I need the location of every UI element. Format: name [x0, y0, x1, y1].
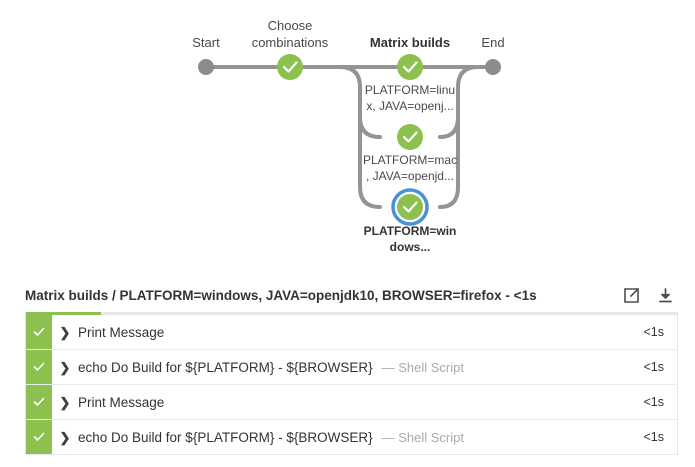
stage-label-end: End: [481, 35, 505, 50]
steps-header: Matrix builds / PLATFORM=windows, JAVA=o…: [25, 278, 678, 312]
step-name: Print Message: [78, 394, 165, 410]
matrix-node-mac[interactable]: [397, 124, 423, 150]
check-icon: [282, 61, 298, 73]
step-duration: <1s: [643, 395, 664, 409]
status-badge: [26, 420, 52, 454]
matrix-node-windows[interactable]: [391, 188, 429, 226]
selection-ring: [391, 188, 429, 226]
table-top-border: [26, 312, 677, 315]
stage-label-matrix-builds: Matrix builds: [369, 35, 451, 50]
step-name: echo Do Build for ${PLATFORM} - ${BROWSE…: [78, 429, 373, 445]
matrix-node-label-windows: PLATFORM=win dows...: [363, 224, 457, 254]
step-name-cell: echo Do Build for ${PLATFORM} - ${BROWSE…: [78, 350, 643, 384]
stage-label-start: Start: [192, 35, 220, 50]
table-row[interactable]: ❯ echo Do Build for ${PLATFORM} - ${BROWS…: [26, 350, 677, 385]
check-icon: [402, 201, 418, 213]
expand-toggle[interactable]: ❯: [52, 315, 78, 349]
table-row[interactable]: ❯ Print Message <1s: [26, 315, 677, 350]
chevron-right-icon: ❯: [59, 359, 71, 375]
step-name-cell: Print Message: [78, 315, 643, 349]
step-meta: — Shell Script: [381, 359, 464, 375]
connector-branch-3-right: [438, 115, 460, 209]
stage-node-matrix-builds[interactable]: [397, 54, 423, 80]
steps-panel: Matrix builds / PLATFORM=windows, JAVA=o…: [25, 278, 678, 455]
matrix-node-label-linux: PLATFORM=linu x, JAVA=openj...: [364, 83, 456, 113]
check-icon: [33, 362, 45, 371]
step-name: echo Do Build for ${PLATFORM} - ${BROWSE…: [78, 359, 373, 375]
check-icon: [402, 61, 418, 73]
pipeline-graph-svg: [198, 54, 501, 226]
step-name-cell: Print Message: [78, 385, 643, 419]
table-row[interactable]: ❯ echo Do Build for ${PLATFORM} - ${BROWS…: [26, 420, 677, 454]
download-icon[interactable]: [652, 282, 678, 308]
chevron-right-icon: ❯: [59, 324, 71, 340]
connector-branch-2-left: [338, 65, 382, 139]
check-icon: [402, 131, 418, 143]
matrix-node-label-mac: PLATFORM=mac , JAVA=openjd...: [362, 153, 458, 183]
connector-branch-3-left: [358, 115, 382, 209]
chevron-right-icon: ❯: [59, 429, 71, 445]
step-duration: <1s: [643, 360, 664, 374]
external-link-icon[interactable]: [618, 282, 644, 308]
stage-node-choose-combinations[interactable]: [277, 54, 303, 80]
steps-title: Matrix builds / PLATFORM=windows, JAVA=o…: [25, 287, 537, 303]
stage-label-choose-combinations: Choose combinations: [251, 18, 329, 50]
status-badge: [26, 315, 52, 349]
step-duration: <1s: [643, 430, 664, 444]
steps-table: ❯ Print Message <1s ❯ echo Do Build for ${PL…: [25, 312, 678, 455]
status-badge: [26, 385, 52, 419]
check-icon: [33, 327, 45, 336]
step-meta: — Shell Script: [381, 429, 464, 445]
start-endpoint-dot: [198, 59, 214, 75]
expand-toggle[interactable]: ❯: [52, 385, 78, 419]
connector-branch-2-right: [438, 65, 480, 139]
step-name: Print Message: [78, 324, 165, 340]
expand-toggle[interactable]: ❯: [52, 420, 78, 454]
pipeline-graph: Start Choose combinations Matrix builds …: [192, 18, 505, 254]
expand-toggle[interactable]: ❯: [52, 350, 78, 384]
end-endpoint-dot: [485, 59, 501, 75]
chevron-right-icon: ❯: [59, 394, 71, 410]
step-name-cell: echo Do Build for ${PLATFORM} - ${BROWSE…: [78, 420, 643, 454]
check-icon: [33, 397, 45, 406]
table-top-accent: [26, 312, 101, 315]
status-badge: [26, 350, 52, 384]
table-row[interactable]: ❯ Print Message <1s: [26, 385, 677, 420]
check-icon: [33, 432, 45, 441]
step-duration: <1s: [643, 325, 664, 339]
